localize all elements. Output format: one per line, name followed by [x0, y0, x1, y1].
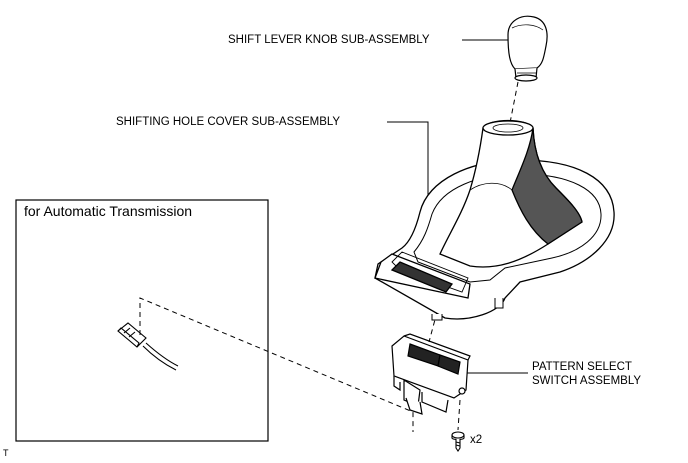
shift-lever-knob-drawing	[507, 15, 548, 82]
connector-drawing	[117, 322, 179, 371]
shifting-hole-cover-drawing	[374, 119, 615, 321]
corner-mark: T	[3, 448, 9, 458]
inset-title: for Automatic Transmission	[24, 203, 193, 219]
shift-lever-knob-label: SHIFT LEVER KNOB SUB-ASSEMBLY	[228, 34, 430, 46]
shifting-hole-cover-label: SHIFTING HOLE COVER SUB-ASSEMBLY	[116, 116, 341, 128]
pattern-select-switch-drawing	[391, 333, 471, 415]
quantity-label: x2	[470, 434, 483, 446]
screw-drawing	[451, 431, 465, 452]
pattern-select-label-line2: SWITCH ASSEMBLY	[532, 375, 642, 387]
inset-frame	[15, 199, 269, 442]
pattern-select-label-line1: PATTERN SELECT	[532, 361, 632, 373]
